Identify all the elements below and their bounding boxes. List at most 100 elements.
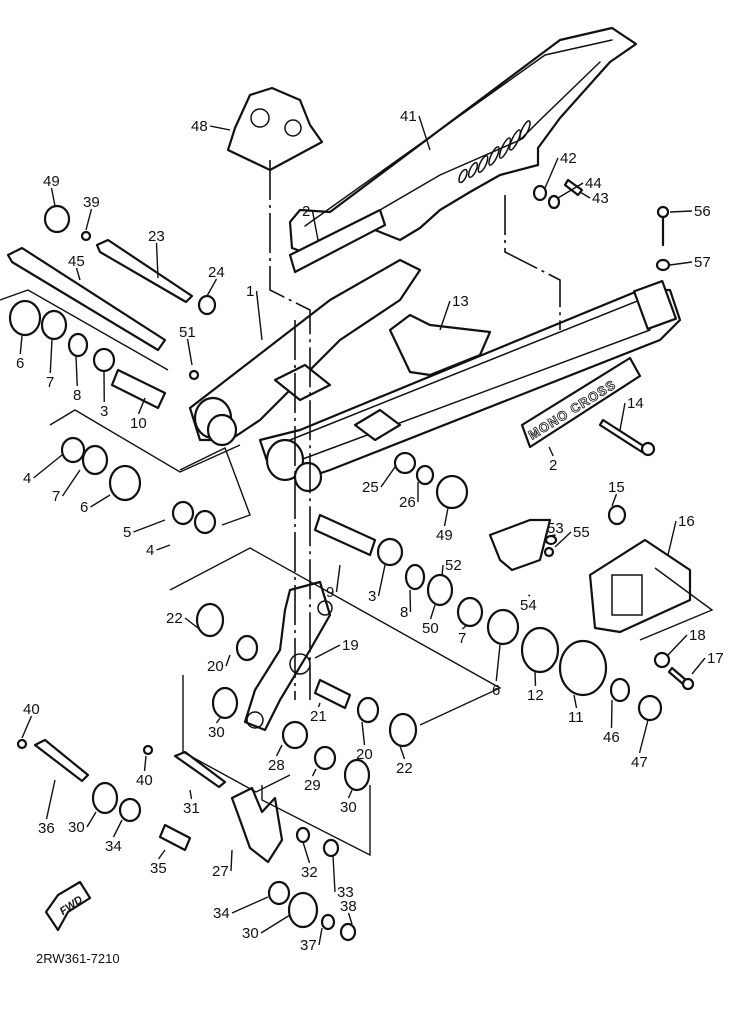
- callout-28[interactable]: 28: [268, 744, 285, 774]
- callout-49[interactable]: 49: [436, 507, 453, 544]
- callout-42[interactable]: 42: [544, 150, 577, 189]
- bolt-14-part[interactable]: [598, 418, 656, 457]
- callout-13[interactable]: 13: [439, 293, 469, 331]
- callout-29[interactable]: 29: [304, 768, 321, 794]
- collar-9[interactable]: [313, 513, 377, 557]
- washer-24[interactable]: [197, 294, 217, 316]
- oil-seal-22-lower[interactable]: [388, 712, 418, 748]
- collar-29[interactable]: [313, 745, 337, 771]
- grease-nipple-39[interactable]: [80, 230, 92, 242]
- chain-puller-part[interactable]: [588, 538, 692, 634]
- callout-2[interactable]: 2: [548, 446, 557, 474]
- callout-11[interactable]: 11: [568, 694, 584, 726]
- callout-35[interactable]: 35: [150, 849, 167, 877]
- callout-40[interactable]: 40: [21, 701, 40, 739]
- pivot-shaft-part[interactable]: [95, 238, 194, 304]
- callout-50[interactable]: 50: [422, 604, 439, 637]
- washer-25[interactable]: [393, 451, 417, 475]
- nut-18[interactable]: [653, 651, 671, 669]
- washer-46[interactable]: [609, 677, 631, 703]
- callout-26[interactable]: 26: [399, 482, 419, 511]
- callout-6[interactable]: 6: [80, 494, 111, 516]
- washer-57[interactable]: [655, 258, 671, 272]
- callout-54[interactable]: 54: [520, 594, 537, 614]
- callout-7[interactable]: 7: [46, 339, 54, 391]
- callout-20[interactable]: 20: [356, 721, 373, 763]
- nut-33[interactable]: [322, 838, 340, 858]
- callout-25[interactable]: 25: [362, 466, 396, 496]
- callout-45[interactable]: 45: [68, 253, 85, 281]
- callout-10[interactable]: 10: [130, 397, 147, 432]
- callout-41[interactable]: 41: [400, 108, 431, 151]
- oil-seal-30-lower[interactable]: [287, 891, 319, 929]
- seal-7-lower[interactable]: [456, 596, 484, 628]
- washer-32[interactable]: [295, 826, 311, 844]
- callout-46[interactable]: 46: [603, 699, 620, 746]
- callout-8[interactable]: 8: [400, 589, 412, 621]
- callout-52[interactable]: 52: [441, 557, 462, 577]
- washer-44[interactable]: [547, 194, 561, 210]
- cap-6-mid[interactable]: [108, 464, 142, 502]
- callout-24[interactable]: 24: [206, 264, 225, 297]
- rear-arm-part[interactable]: [188, 258, 682, 493]
- oil-seal-30-upper[interactable]: [211, 686, 239, 720]
- callout-19[interactable]: 19: [314, 637, 359, 659]
- seal-7-upper[interactable]: [40, 309, 68, 341]
- callout-39[interactable]: 39: [83, 194, 100, 231]
- washer-8-upper[interactable]: [67, 332, 89, 358]
- bushing-20-upper[interactable]: [235, 634, 259, 662]
- callout-7[interactable]: 7: [52, 469, 81, 505]
- callout-44[interactable]: 44: [557, 175, 602, 199]
- seal-7-mid[interactable]: [81, 444, 109, 476]
- callout-21[interactable]: 21: [310, 702, 327, 725]
- bushing-34-lower[interactable]: [267, 880, 291, 906]
- collar-35[interactable]: [158, 823, 192, 852]
- callout-4[interactable]: 4: [146, 542, 171, 559]
- callout-49[interactable]: 49: [43, 173, 60, 207]
- oil-seal-22-upper[interactable]: [195, 602, 225, 638]
- bushing-20-lower[interactable]: [356, 696, 380, 724]
- callout-6[interactable]: 6: [492, 644, 501, 699]
- callout-53[interactable]: 53: [547, 520, 564, 537]
- callout-57[interactable]: 57: [669, 254, 711, 271]
- washer-53[interactable]: [544, 534, 558, 546]
- roller-49-lower[interactable]: [435, 474, 469, 510]
- callout-20[interactable]: 20: [207, 654, 231, 675]
- callout-2[interactable]: 2: [302, 203, 319, 241]
- bolt-36-part[interactable]: [33, 738, 90, 783]
- callout-23[interactable]: 23: [148, 228, 165, 279]
- washer-37[interactable]: [320, 913, 336, 931]
- bolt-31-part[interactable]: [173, 750, 227, 789]
- callout-7[interactable]: 7: [458, 625, 467, 647]
- bushing-4[interactable]: [60, 436, 86, 464]
- callout-17[interactable]: 17: [691, 650, 724, 675]
- chain-case-part[interactable]: [288, 26, 638, 260]
- callout-34[interactable]: 34: [105, 819, 123, 855]
- cap-6-upper[interactable]: [8, 299, 42, 337]
- bushing-34-left[interactable]: [118, 797, 142, 823]
- washer-50[interactable]: [426, 573, 454, 607]
- nut-38[interactable]: [339, 922, 357, 942]
- callout-30[interactable]: 30: [68, 811, 97, 836]
- bearing-3-upper[interactable]: [92, 347, 116, 373]
- callout-30[interactable]: 30: [340, 789, 357, 816]
- callout-48[interactable]: 48: [191, 118, 231, 135]
- shaft-part[interactable]: [6, 246, 167, 352]
- callout-4[interactable]: 4: [23, 454, 63, 487]
- callout-36[interactable]: 36: [38, 779, 56, 837]
- bearing-3-lower[interactable]: [376, 537, 404, 567]
- seal-12[interactable]: [520, 626, 560, 674]
- collar-21[interactable]: [313, 678, 352, 710]
- collar-10[interactable]: [110, 368, 167, 410]
- callout-51[interactable]: 51: [179, 324, 196, 366]
- guard-11[interactable]: [558, 639, 608, 697]
- bushing-4-lower[interactable]: [193, 509, 217, 535]
- callout-31[interactable]: 31: [183, 789, 200, 817]
- bolt-56-part[interactable]: [656, 205, 670, 247]
- relay-arm-part[interactable]: [243, 580, 333, 732]
- nut-26[interactable]: [415, 464, 435, 486]
- callout-3[interactable]: 3: [100, 371, 108, 420]
- callout-47[interactable]: 47: [631, 719, 649, 771]
- grease-nipple-40-left[interactable]: [16, 738, 28, 750]
- callout-6[interactable]: 6: [16, 335, 24, 372]
